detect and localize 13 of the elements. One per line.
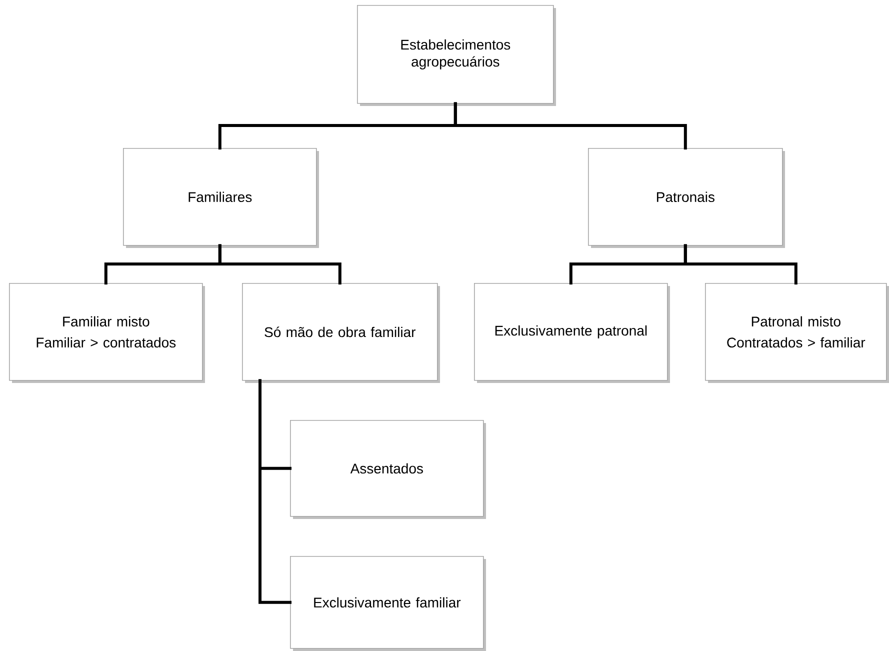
connector-line — [258, 379, 292, 604]
connector-line — [454, 102, 687, 150]
process-box: Exclusivamente patronal — [474, 283, 670, 383]
process-box: Familiar misto Familiar > contratados — [9, 283, 205, 383]
process-box: Exclusivamente familiar — [290, 556, 486, 651]
process-box: Só mão de obra familiar — [242, 283, 440, 383]
process-box: Patronal misto Contratados > familiar — [705, 283, 889, 383]
connector-line — [684, 244, 798, 284]
process-box: Estabelecimentos agropecuários — [357, 5, 556, 106]
process-box: Familiares — [123, 148, 319, 248]
process-box: Patronais — [588, 148, 785, 248]
process-box: Assentados — [290, 420, 486, 519]
connector-line — [218, 244, 342, 284]
